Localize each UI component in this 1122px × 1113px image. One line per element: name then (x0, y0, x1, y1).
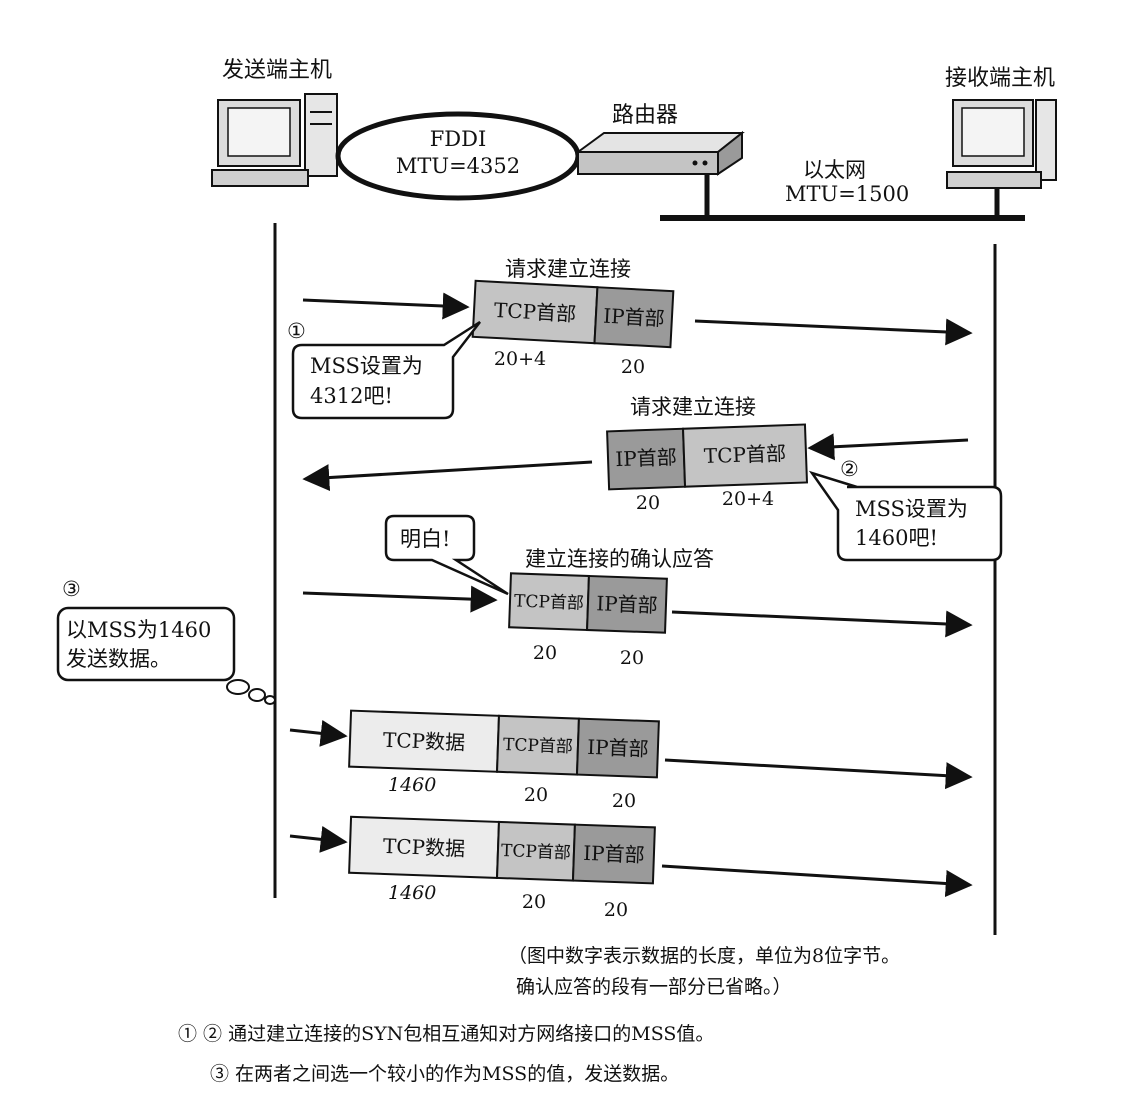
ack-reply-callout: 明白! (384, 514, 509, 596)
ack-packet: TCP首部 IP首部 (508, 572, 668, 634)
step3-mark: ③ (62, 577, 81, 601)
router-icon (574, 130, 745, 176)
ack-title: 建立连接的确认应答 (525, 547, 714, 571)
decision-line2: 发送数据。 (66, 647, 171, 671)
router-label: 路由器 (612, 103, 678, 128)
ip-header-label: IP首部 (583, 841, 645, 867)
ethernet-label: 以太网 (803, 158, 866, 182)
step1-mark: ① (287, 319, 306, 343)
data2-ip-length: 20 (604, 899, 628, 921)
step2-mark: ② (840, 457, 859, 481)
data1-arrow-in (289, 719, 348, 747)
ack-ip-length: 20 (620, 647, 644, 669)
receiver-mss-line2: 1460吧! (855, 526, 938, 550)
ethernet-mtu-label: MTU=1500 (785, 182, 909, 206)
decision-thought-bubble: 以MSS为1460 发送数据。 (56, 606, 276, 705)
receiver-mss-line1: MSS设置为 (855, 497, 968, 521)
receiver-mss-callout: MSS设置为 1460吧! (808, 470, 1003, 562)
ip-header-segment (575, 717, 660, 779)
ip-header-segment (593, 286, 675, 349)
tcp-data-label: TCP数据 (383, 728, 466, 755)
tcp-header-label: TCP首部 (503, 735, 573, 757)
data2-tcp-length: 20 (522, 891, 546, 913)
syn-ack-tcp-length: 20+4 (722, 488, 774, 510)
syn-tcp-length: 20+4 (494, 348, 546, 370)
ip-header-segment (571, 823, 656, 885)
receiver-computer-icon (946, 99, 1057, 189)
tcp-header-label: TCP首部 (704, 441, 787, 468)
sender-mss-line1: MSS设置为 (310, 354, 423, 378)
ip-header-label: IP首部 (603, 304, 666, 331)
data1-ip-length: 20 (612, 790, 636, 812)
ack-reply-text: 明白! (400, 527, 450, 551)
syn-ack-packet: IP首部 TCP首部 (606, 423, 809, 491)
syn-packet: TCP首部 IP首部 (471, 279, 675, 349)
ip-header-label: IP首部 (596, 591, 658, 617)
caption-line1: ① ② 通过建立连接的SYN包相互通知对方网络接口的MSS值。 (178, 1023, 714, 1045)
sender-mss-line2: 4312吧! (310, 384, 393, 408)
sender-mss-callout: MSS设置为 4312吧! (291, 320, 481, 420)
syn-ack-title: 请求建立连接 (630, 395, 756, 419)
unit-note-line1: （图中数字表示数据的长度，单位为8位字节。 (508, 945, 900, 967)
data2-data-length: 1460 (388, 882, 436, 904)
syn-ack-arrow-in (807, 433, 969, 461)
data-packet-2: TCP数据 TCP首部 IP首部 (348, 815, 656, 885)
ip-header-label: IP首部 (615, 445, 677, 471)
data1-data-length: 1460 (388, 774, 436, 796)
syn-arrow-in (302, 292, 470, 320)
ack-tcp-length: 20 (533, 642, 557, 664)
receiver-host-label: 接收端主机 (945, 66, 1055, 91)
tcp-data-label: TCP数据 (383, 834, 466, 861)
decision-line1: 以MSS为1460 (66, 618, 211, 642)
ip-header-label: IP首部 (587, 735, 649, 761)
fddi-mtu-label: MTU=4352 (396, 154, 520, 178)
ack-arrow-in (302, 585, 498, 613)
syn-ip-length: 20 (621, 356, 645, 378)
unit-note-line2: 确认应答的段有一部分已省略。） (516, 976, 792, 998)
data1-arrow-out (664, 758, 973, 790)
sender-computer-icon (211, 93, 338, 187)
data1-tcp-length: 20 (524, 784, 548, 806)
syn-ack-arrow-out (302, 460, 593, 492)
tcp-header-label: TCP首部 (493, 298, 576, 326)
data-packet-1: TCP数据 TCP首部 IP首部 (348, 709, 660, 779)
tcp-header-label: TCP首部 (501, 841, 571, 863)
tcp-header-label: TCP首部 (514, 591, 584, 613)
syn-arrow-out (694, 318, 973, 346)
ip-header-segment (586, 574, 668, 634)
fddi-label: FDDI (430, 127, 487, 151)
syn-ack-ip-length: 20 (636, 492, 660, 514)
caption-line2: ③ 在两者之间选一个较小的作为MSS的值，发送数据。 (210, 1063, 679, 1085)
data2-arrow-in (289, 825, 348, 853)
data2-arrow-out (661, 864, 973, 897)
syn-title: 请求建立连接 (505, 257, 631, 281)
tcp-header-segment (682, 423, 809, 488)
ack-arrow-out (671, 610, 973, 638)
sender-host-label: 发送端主机 (222, 58, 332, 83)
